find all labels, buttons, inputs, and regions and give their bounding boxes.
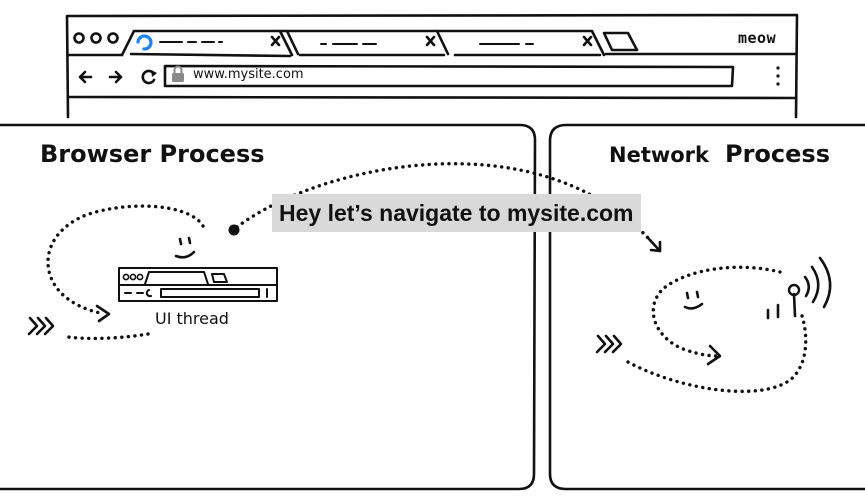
window-maximize-circle[interactable] [107,32,119,44]
browser-process-box [0,123,537,491]
tab-2[interactable] [278,29,450,56]
browser-process-title: Browser Process [40,140,265,168]
tab-3[interactable] [435,29,606,57]
network-process-title-word2: Process [725,140,830,168]
forward-arrow-icon[interactable] [108,70,123,84]
navigate-message-callout: Hey let’s navigate to mysite.com [272,194,641,232]
address-bar-url[interactable]: www.mysite.com [193,67,304,82]
menu-dots-icon[interactable] [776,66,780,86]
browser-frame [65,13,799,119]
loop-arrowhead-icon [95,304,111,323]
ui-thread-character [27,204,278,341]
tab-strip-baseline [66,52,798,58]
network-process-title-word1: Network [609,143,710,167]
network-process-box [548,123,865,491]
network-thread-character [595,256,832,394]
window-minimize-circle[interactable] [90,32,102,44]
toolbar-divider [66,95,798,100]
tab-2-close-icon[interactable] [425,35,436,47]
smiley-face-icon [174,236,196,259]
reload-icon[interactable] [141,69,157,85]
network-thread-dotted-loop [651,265,782,358]
network-smiley-face-icon [683,290,704,310]
back-arrow-icon[interactable] [78,70,93,84]
new-tab-button[interactable] [602,31,639,52]
tab-3-close-icon[interactable] [582,35,593,47]
motion-lines-icon [27,316,55,336]
network-loop-arrowhead-icon [706,344,722,366]
antenna-signal-icon [766,256,832,320]
mini-browser-icon [118,267,278,302]
loading-spinner-icon [136,34,153,51]
ui-thread-label: UI thread [155,309,229,328]
address-bar[interactable] [163,64,735,88]
tab-1[interactable] [120,29,294,57]
window-close-circle[interactable] [73,32,85,44]
window-controls[interactable] [73,32,119,44]
lock-icon [172,65,184,82]
brand-label: meow [738,29,777,47]
network-motion-trail [626,308,808,394]
network-motion-lines-icon [595,334,623,354]
message-arrowhead-icon [647,237,662,253]
browser-window-mockup [65,13,799,119]
tab-1-close-icon[interactable] [270,35,281,47]
ui-thread-dotted-loop [46,204,205,315]
ui-thread-motion-trail [66,332,150,341]
